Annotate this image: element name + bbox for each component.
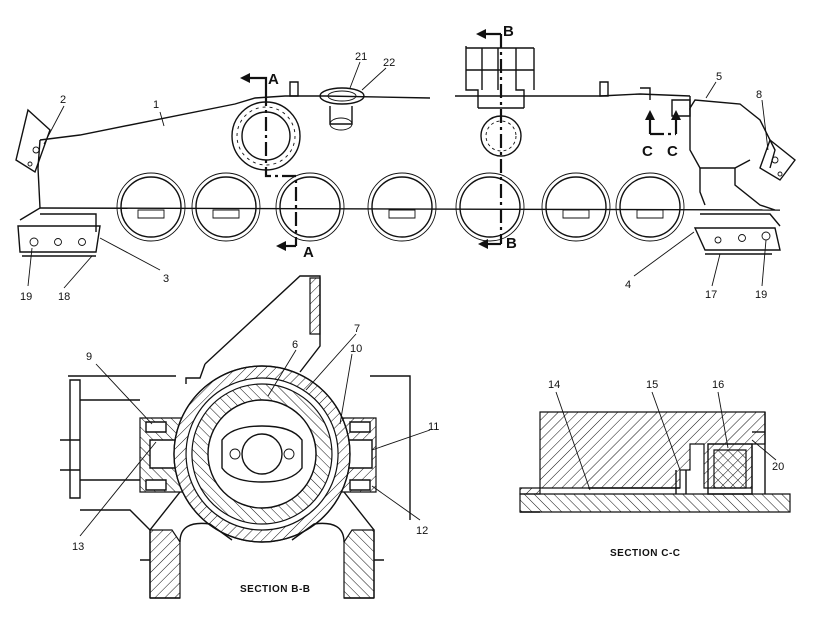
- section-cc-view: [519, 411, 791, 513]
- callout-14: 14: [548, 379, 560, 391]
- callout-21: 21: [355, 51, 367, 63]
- section-bb-view: [60, 275, 411, 599]
- callout-8: 8: [756, 89, 762, 101]
- caption-section-cc: SECTION C-C: [610, 548, 681, 559]
- callout-19-left: 19: [20, 291, 32, 303]
- callout-leaders-cc: [555, 391, 777, 491]
- callout-18: 18: [58, 291, 70, 303]
- section-marker-c-right: C: [667, 143, 678, 160]
- callout-19-right: 19: [755, 289, 767, 301]
- section-marker-b-bottom: B: [506, 235, 517, 252]
- section-marker-c-left: C: [642, 143, 653, 160]
- track-rollers: [116, 172, 685, 242]
- callout-9: 9: [86, 351, 92, 363]
- callout-15: 15: [646, 379, 658, 391]
- section-b-cutting-line: [476, 29, 503, 249]
- callout-4: 4: [625, 279, 631, 291]
- callout-10: 10: [350, 343, 362, 355]
- callout-22: 22: [383, 57, 395, 69]
- callout-11: 11: [428, 421, 439, 433]
- callout-13: 13: [72, 541, 84, 553]
- section-c-cutting-line: [645, 110, 681, 136]
- section-captions: SECTION B-B SECTION C-C: [240, 548, 681, 595]
- callout-16: 16: [712, 379, 724, 391]
- callout-12: 12: [416, 525, 428, 537]
- callout-5: 5: [716, 71, 722, 83]
- callout-labels: 1 2 3 4 5 8 17 18 19 19 21 22 6 7 9 10 1…: [20, 51, 784, 553]
- section-marker-a-bottom: A: [303, 244, 314, 261]
- caption-section-bb: SECTION B-B: [240, 584, 311, 595]
- section-markers: A A B B C C: [268, 23, 678, 261]
- callout-leaders-bb: [79, 333, 431, 537]
- callout-6: 6: [292, 339, 298, 351]
- roller-frame-side-view: [15, 46, 796, 257]
- callout-20: 20: [772, 461, 784, 473]
- section-marker-b-top: B: [503, 23, 514, 40]
- section-a-cutting-line: [240, 73, 298, 251]
- section-marker-a-top: A: [268, 71, 279, 88]
- callout-2: 2: [60, 94, 66, 106]
- callout-leaders-top: [27, 61, 769, 289]
- callout-1: 1: [153, 99, 159, 111]
- callout-3: 3: [163, 273, 169, 285]
- callout-17: 17: [705, 289, 717, 301]
- callout-7: 7: [354, 323, 360, 335]
